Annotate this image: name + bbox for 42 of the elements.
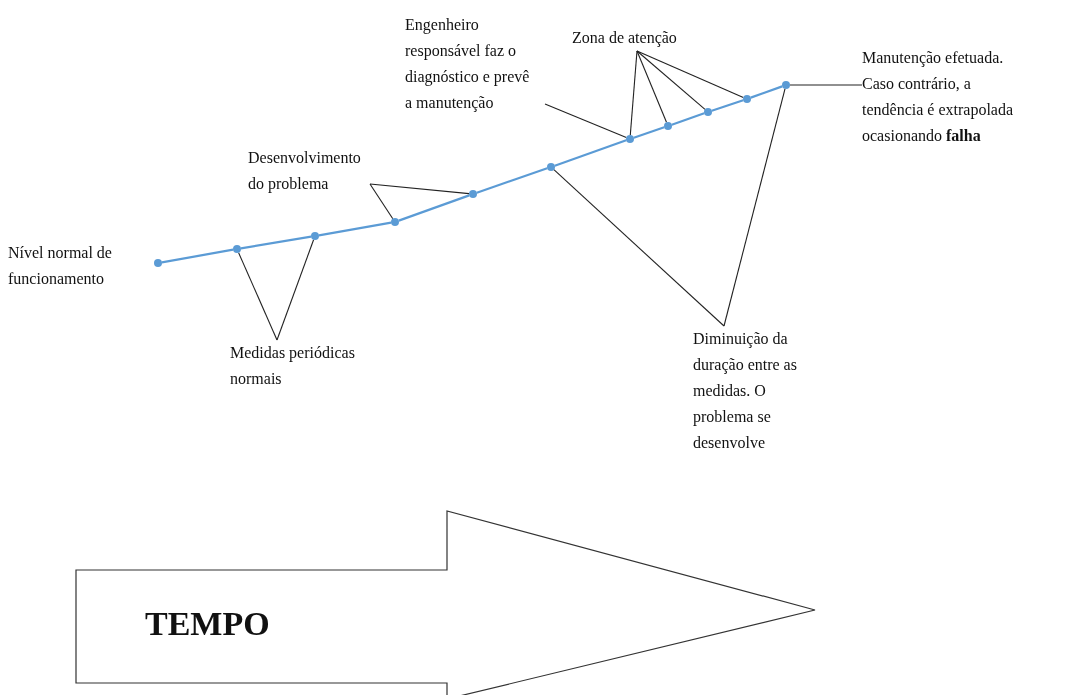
callout-text: Zona de atenção [572, 25, 702, 51]
data-point [547, 163, 555, 171]
block-arrow [75, 510, 817, 695]
callout-text: Desenvolvimento do problema [248, 145, 370, 197]
node-label: Nível normal de funcionamento [8, 243, 113, 289]
arrow-label: TEMPO [145, 604, 270, 644]
trend-line [633, 126, 665, 139]
data-point [311, 232, 319, 240]
leader-line [636, 50, 744, 98]
leader-line [636, 50, 668, 123]
data-point [664, 122, 672, 130]
callout-text: Engenheiro responsável faz o diagnóstico e prevê a manutenção [405, 12, 532, 116]
data-point [469, 190, 477, 198]
trend-line [476, 167, 548, 194]
trend-line [161, 248, 234, 264]
leader-line [553, 169, 725, 327]
callout-text: Medidas periódicas normais [230, 340, 380, 392]
data-point [626, 135, 634, 143]
callout-text: Diminuição da duração entre as medidas. O problema se desenvolve [693, 326, 813, 456]
leader-line [369, 183, 470, 195]
leader-line [629, 50, 638, 136]
leader-line [723, 88, 786, 327]
leader-line [789, 84, 863, 86]
data-point [391, 218, 399, 226]
trend-line [711, 99, 744, 112]
trend-line [240, 235, 312, 250]
trend-line [671, 112, 705, 126]
data-point [233, 245, 241, 253]
trend-line [318, 221, 392, 237]
trend-line [554, 139, 627, 167]
data-point [743, 95, 751, 103]
callout-text: Manutenção efetuada. Caso contrário, a tendência é extrapolada ocasionando falha [862, 45, 1030, 149]
leader-line [369, 183, 394, 220]
data-point [782, 81, 790, 89]
leader-line [544, 103, 627, 139]
leader-line [276, 239, 315, 341]
trend-line [750, 85, 783, 99]
data-point [154, 259, 162, 267]
trend-line [398, 194, 470, 222]
data-point [704, 108, 712, 116]
leader-line [238, 252, 278, 341]
leader-line [636, 50, 706, 110]
